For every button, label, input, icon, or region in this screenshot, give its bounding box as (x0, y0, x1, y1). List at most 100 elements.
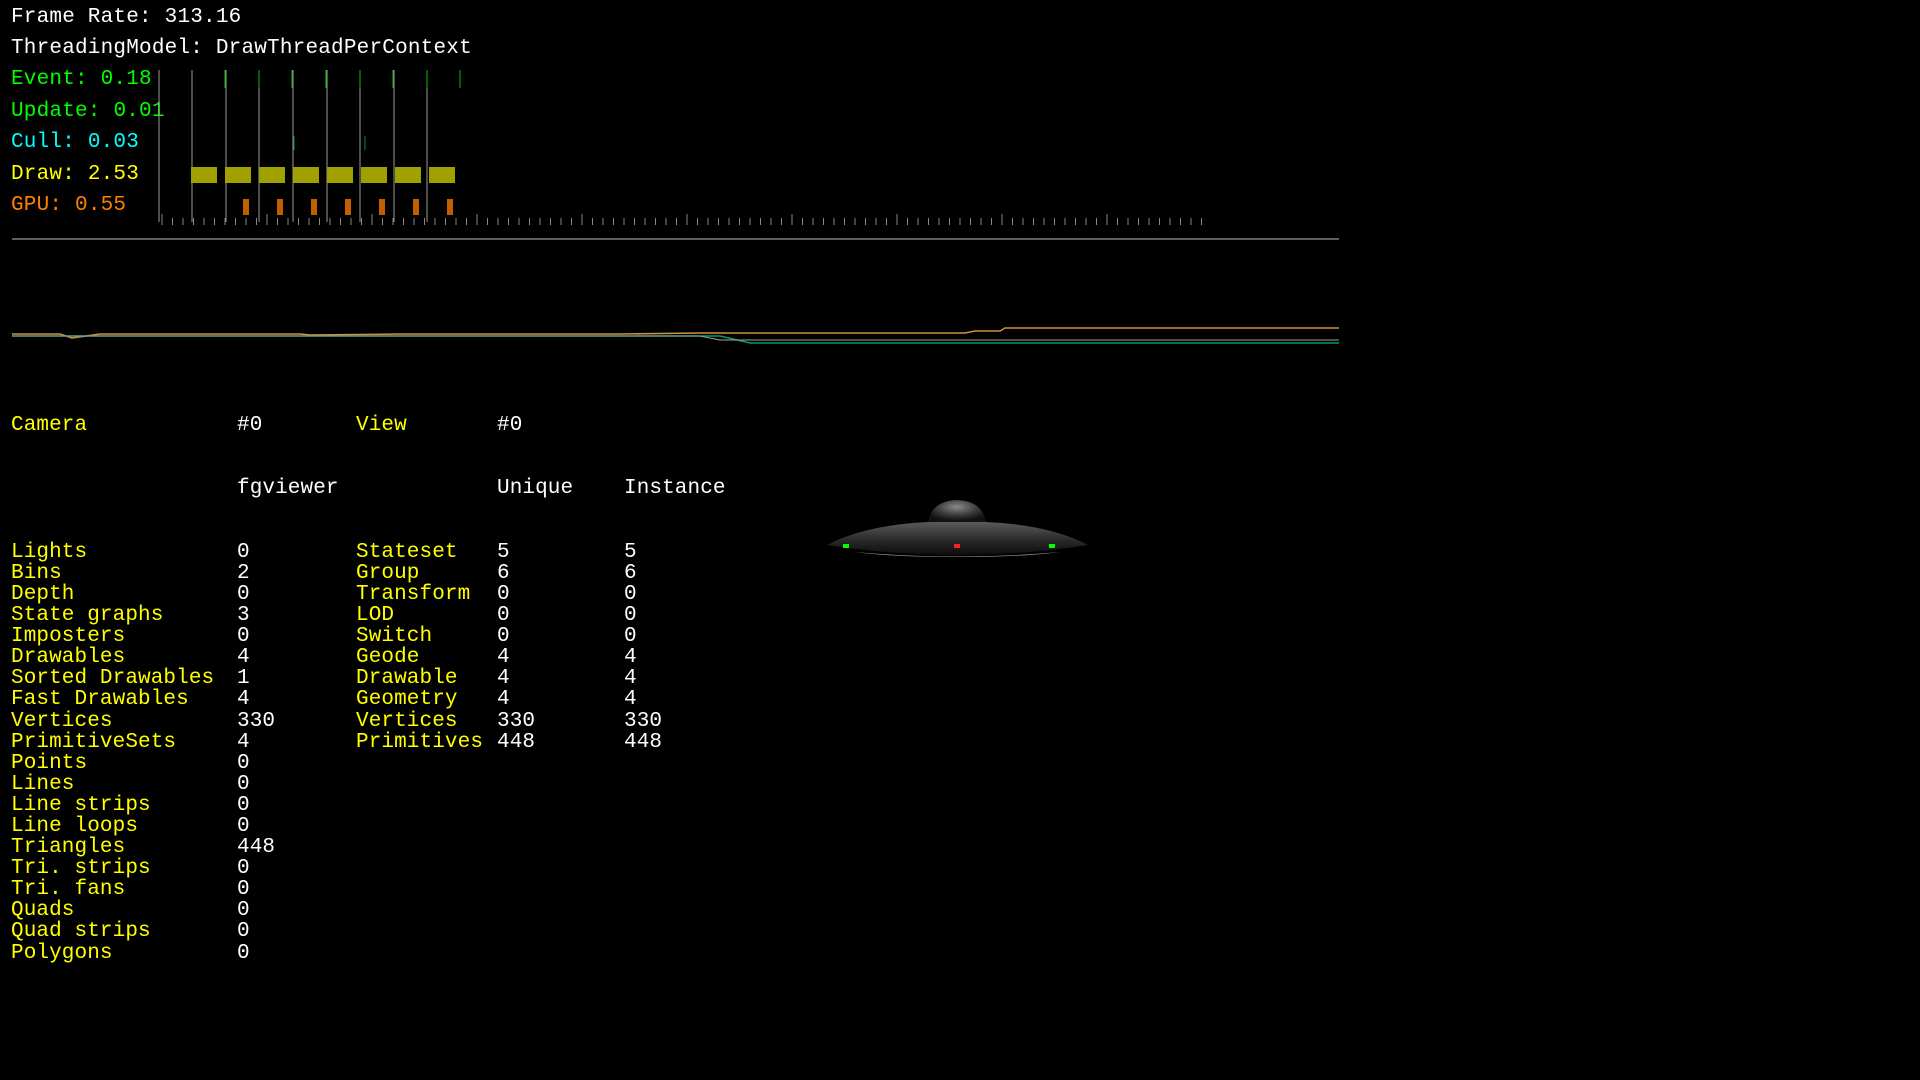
update-timing-line: Update: 0.01 (11, 100, 165, 124)
event-timing-label: Event: (11, 68, 88, 91)
gpu-bar (243, 199, 249, 215)
gpu-bar (311, 199, 317, 215)
view-stat-instance: 0 (624, 604, 637, 628)
camera-stat-label: Tri. strips (11, 857, 151, 881)
camera-stat-label: Sorted Drawables (11, 667, 215, 691)
threading-model-value: DrawThreadPerContext (215, 37, 472, 60)
draw-bar (327, 167, 353, 183)
camera-stat-value: 0 (237, 941, 250, 965)
view-stat-instance: 0 (624, 582, 637, 606)
gpu-bars (243, 199, 453, 215)
view-label: View (356, 414, 407, 438)
view-stat-instance: 4 (624, 646, 637, 670)
camera-stat-label: Tri. fans (11, 878, 126, 902)
camera-stat-label: Lights (11, 540, 88, 564)
draw-timing-label: Draw: (11, 163, 76, 186)
draw-bar (225, 167, 251, 183)
update-timing-value: 0.01 (113, 100, 165, 123)
frame-rate-label: Frame Rate: (11, 6, 152, 29)
camera-stat-value: 448 (237, 836, 276, 860)
timeline-ruler (161, 214, 1202, 225)
camera-stat-value: 4 (237, 646, 250, 670)
view-stat-instance: 4 (624, 688, 637, 712)
camera-stat-value: 2 (237, 561, 250, 585)
view-stat-label: Stateset (356, 540, 458, 564)
camera-stat-value: 0 (237, 772, 250, 796)
view-stat-unique: 4 (497, 667, 510, 691)
camera-stat-label: Line loops (11, 814, 139, 838)
ufo-red-light (954, 544, 960, 548)
view-stat-label: Geode (356, 646, 420, 670)
ufo-disk (827, 522, 1088, 555)
gpu-timing-line: GPU: 0.55 (11, 194, 126, 218)
camera-label: Camera (11, 414, 88, 438)
draw-timing-line: Draw: 2.53 (11, 163, 139, 187)
camera-stat-value: 330 (237, 709, 276, 733)
camera-stat-label: State graphs (11, 604, 164, 628)
camera-stat-label: Lines (11, 772, 75, 796)
draw-time-graph-line (12, 327, 1339, 339)
view-stat-unique: 5 (497, 540, 510, 564)
view-stat-label: Geometry (356, 688, 458, 712)
event-timing-line: Event: 0.18 (11, 68, 152, 92)
cull-timing-line: Cull: 0.03 (11, 131, 139, 155)
camera-stat-label: Triangles (11, 836, 126, 860)
camera-stat-value: 3 (237, 604, 250, 628)
view-stat-instance: 0 (624, 625, 637, 649)
view-stat-label: Group (356, 561, 420, 585)
draw-bar (259, 167, 285, 183)
view-stat-label: Primitives (356, 730, 484, 754)
camera-stat-value: 0 (237, 814, 250, 838)
view-stat-unique: 330 (497, 709, 536, 733)
draw-bar (429, 167, 455, 183)
camera-stat-value: 0 (237, 751, 250, 775)
view-stat-instance: 6 (624, 561, 637, 585)
camera-stat-label: Vertices (11, 709, 113, 733)
camera-index: #0 (237, 414, 263, 438)
gpu-timing-value: 0.55 (75, 194, 127, 217)
view-stat-unique: 0 (497, 604, 510, 628)
gpu-timing-label: GPU: (11, 194, 63, 217)
gpu-bar (413, 199, 419, 215)
draw-bar (361, 167, 387, 183)
ufo-underside-rim (855, 552, 1060, 557)
camera-stat-label: Polygons (11, 941, 113, 965)
ufo-3d-model[interactable] (825, 495, 1090, 565)
view-stat-unique: 4 (497, 646, 510, 670)
ufo-dome (928, 500, 986, 523)
camera-stat-value: 1 (237, 667, 250, 691)
camera-stat-label: Quads (11, 899, 75, 923)
view-stat-unique: 448 (497, 730, 536, 754)
camera-stat-label: Bins (11, 561, 62, 585)
camera-stat-label: PrimitiveSets (11, 730, 177, 754)
camera-stat-label: Points (11, 751, 88, 775)
camera-stat-value: 0 (237, 793, 250, 817)
gpu-bar (379, 199, 385, 215)
camera-stat-value: 0 (237, 878, 250, 902)
view-stat-unique: 4 (497, 688, 510, 712)
draw-bar (191, 167, 217, 183)
frame-rate-line: Frame Rate: 313.16 (11, 6, 241, 30)
view-stat-instance: 330 (624, 709, 663, 733)
threading-model-line: ThreadingModel: DrawThreadPerContext (11, 37, 472, 61)
camera-stat-value: 0 (237, 920, 250, 944)
frame-rate-value: 313.16 (164, 6, 242, 29)
camera-stat-value: 0 (237, 899, 250, 923)
view-stat-label: Vertices (356, 709, 458, 733)
camera-stat-label: Quad strips (11, 920, 151, 944)
camera-stat-value: 0 (237, 625, 250, 649)
threading-model-label: ThreadingModel: (11, 37, 204, 60)
frame-markers (158, 70, 461, 222)
event-time-graph-line (12, 335, 1339, 341)
gpu-bar (345, 199, 351, 215)
